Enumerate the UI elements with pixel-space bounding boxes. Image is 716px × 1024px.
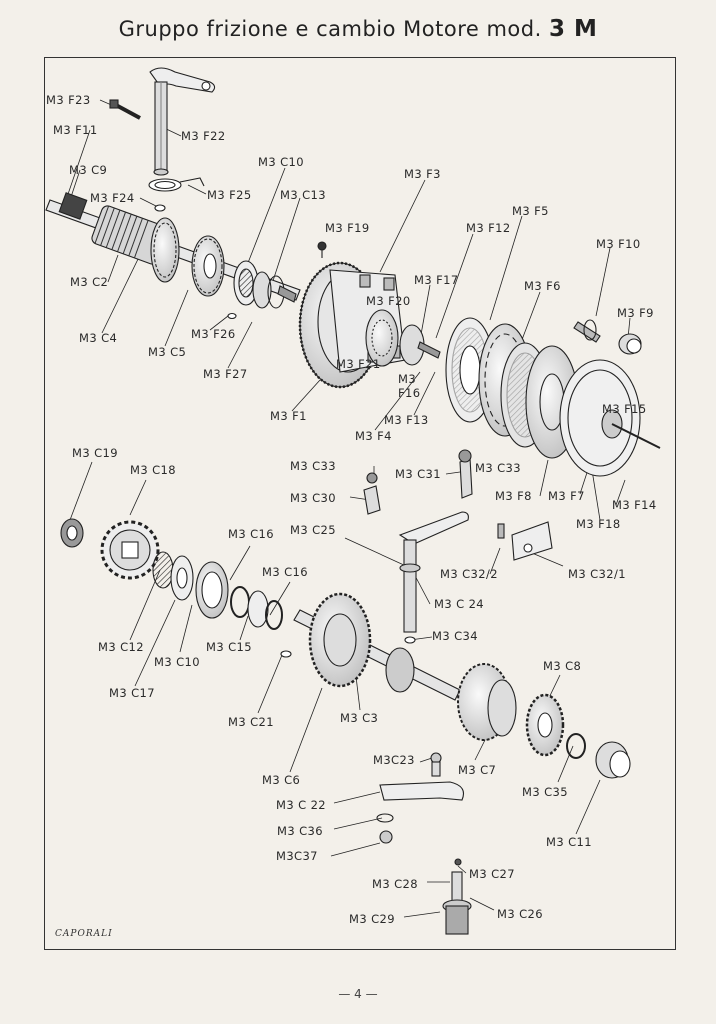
label-m3-c25: M3 C25 — [290, 523, 336, 537]
label-m3-c30: M3 C30 — [290, 491, 336, 505]
label-m3-f12: M3 F12 — [466, 221, 511, 235]
label-m3-c33-left: M3 C33 — [290, 459, 336, 473]
label-m3-f8: M3 F8 — [495, 489, 532, 503]
label-m3-f26: M3 F26 — [191, 327, 236, 341]
label-m3-c27: M3 C27 — [469, 867, 515, 881]
label-m3-c10-top: M3 C10 — [258, 155, 304, 169]
page-title: Gruppo frizione e cambio Motore mod. 3 M — [0, 16, 716, 42]
label-m3-c31: M3 C31 — [395, 467, 441, 481]
label-m3-f22: M3 F22 — [181, 129, 226, 143]
title-text: Gruppo frizione e cambio Motore mod. — [118, 17, 542, 41]
label-m3-c15: M3 C15 — [206, 640, 252, 654]
label-m3-f27: M3 F27 — [203, 367, 248, 381]
label-m3-c7: M3 C7 — [458, 763, 497, 777]
label-m3-f4: M3 F4 — [355, 429, 392, 443]
label-m3-c29: M3 C29 — [349, 912, 395, 926]
label-m3-c3: M3 C3 — [340, 711, 379, 725]
label-m3-c12: M3 C12 — [98, 640, 144, 654]
label-m3-f10: M3 F10 — [596, 237, 641, 251]
label-m3-f19: M3 F19 — [325, 221, 370, 235]
label-m3-c4: M3 C4 — [79, 331, 118, 345]
label-m3-f14: M3 F14 — [612, 498, 657, 512]
artist-signature: CAPORALI — [55, 929, 113, 939]
label-m3-c26: M3 C26 — [497, 907, 543, 921]
label-m3-f13: M3 F13 — [384, 413, 429, 427]
label-m3-c17: M3 C17 — [109, 686, 155, 700]
label-m3-c8: M3 C8 — [543, 659, 582, 673]
label-m3-c33-right: M3 C33 — [475, 461, 521, 475]
label-m3-f23: M3 F23 — [46, 93, 91, 107]
label-m3-c10-bottom: M3 C10 — [154, 655, 200, 669]
label-m3-c21: M3 C21 — [228, 715, 274, 729]
label-m3-c18: M3 C18 — [130, 463, 176, 477]
label-m3-f5: M3 F5 — [512, 204, 549, 218]
label-m3-c22: M3 C 22 — [276, 798, 327, 812]
label-m3-c16-bottom: M3 C16 — [262, 565, 308, 579]
selector-parts — [363, 449, 553, 935]
label-m3-c19: M3 C19 — [72, 446, 118, 460]
label-m3-c36: M3 C36 — [277, 824, 323, 838]
label-m3-c2: M3 C2 — [70, 275, 109, 289]
label-m3-f3: M3 F3 — [404, 167, 441, 181]
page-number: — 4 — — [338, 987, 378, 1001]
label-m3-c23: M3C23 — [373, 753, 415, 767]
label-m3-f15: M3 F15 — [602, 402, 647, 416]
label-m3-c13: M3 C13 — [280, 188, 326, 202]
label-m3-c5: M3 C5 — [148, 345, 187, 359]
label-m3-c6: M3 C6 — [262, 773, 301, 787]
label-m3-f1: M3 F1 — [270, 409, 307, 423]
clutch-assembly — [298, 261, 661, 477]
label-m3-c9: M3 C9 — [69, 163, 108, 177]
label-m3-c16-top: M3 C16 — [228, 527, 274, 541]
label-m3-f20: M3 F20 — [366, 294, 411, 308]
label-m3-c28: M3 C28 — [372, 877, 418, 891]
label-m3-c24: M3 C 24 — [434, 597, 485, 611]
label-m3-c11: M3 C11 — [546, 835, 592, 849]
label-m3-f18: M3 F18 — [576, 517, 621, 531]
label-m3-f21: M3 F21 — [336, 357, 381, 371]
label-m3-f9: M3 F9 — [617, 306, 654, 320]
label-m3-f7: M3 F7 — [548, 489, 585, 503]
label-m3-f25: M3 F25 — [207, 188, 252, 202]
shift-lever-assembly — [109, 67, 216, 212]
layshaft-assembly — [60, 518, 631, 779]
label-m3-f17: M3 F17 — [414, 273, 459, 287]
label-m3-c32-2: M3 C32/2 — [440, 567, 498, 581]
diagram-frame — [44, 57, 676, 950]
label-m3-c34: M3 C34 — [432, 629, 478, 643]
input-shaft-assembly — [45, 192, 327, 320]
label-m3-f11: M3 F11 — [53, 123, 98, 137]
label-m3-c37: M3C37 — [276, 849, 318, 863]
label-m3-f24: M3 F24 — [90, 191, 135, 205]
label-m3-c32-1: M3 C32/1 — [568, 567, 626, 581]
model-number: 3 M — [548, 16, 598, 42]
label-m3-f6: M3 F6 — [524, 279, 561, 293]
label-m3-c35: M3 C35 — [522, 785, 568, 799]
label-m3-f16: M3 F16 — [398, 372, 421, 400]
